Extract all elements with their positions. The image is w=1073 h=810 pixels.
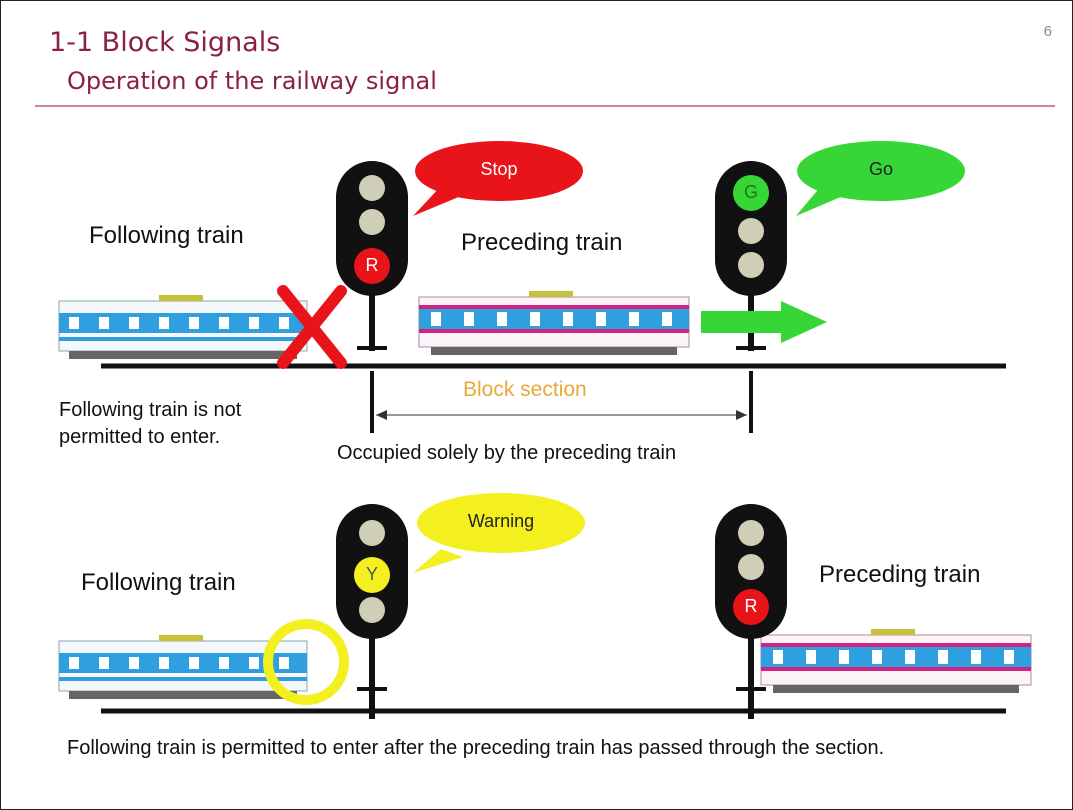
stop-bubble-text: Stop (480, 159, 518, 179)
following-train-top (58, 294, 308, 360)
bottom-scene (58, 493, 1032, 719)
signal-2-bottom (715, 504, 787, 719)
stop-bubble (413, 141, 583, 216)
following-train-label-bottom: Following train (81, 569, 236, 596)
slide-title: 1-1 Block Signals (49, 27, 281, 58)
page-number: 6 (1043, 23, 1052, 40)
following-train-label-top: Following train (89, 222, 244, 249)
lamp-off (738, 554, 764, 580)
lamp-letter-y-bottom: Y (365, 564, 378, 584)
lamp-red (354, 248, 390, 284)
signal-1-top (336, 161, 408, 351)
go-bubble-text: Go (868, 159, 893, 179)
lamp-off (359, 520, 385, 546)
go-bubble (796, 141, 965, 216)
lamp-off (359, 209, 385, 235)
warning-bubble-text: Warning (467, 511, 535, 531)
red-x-mark (277, 285, 347, 369)
lamp-off (738, 218, 764, 244)
top-scene (58, 141, 1006, 433)
warning-bubble (413, 493, 585, 573)
lamp-letter-r-bottom: R (744, 596, 758, 616)
lamp-red (733, 589, 769, 625)
lamp-green (733, 175, 769, 211)
block-section-dimension (370, 371, 753, 433)
preceding-train-top (418, 290, 690, 356)
yellow-circle-mark (263, 619, 349, 705)
lamp-off (359, 175, 385, 201)
occupied-note: Occupied solely by the preceding train (337, 442, 677, 464)
lamp-off (738, 252, 764, 278)
not-permitted-note: Following train is not permitted to ente… (59, 399, 242, 448)
signal-1-bottom (336, 504, 408, 719)
preceding-train-label-top: Preceding train (461, 229, 623, 256)
lamp-letter-g-top: G (743, 182, 758, 202)
title-divider (35, 105, 1055, 107)
permitted-note: Following train is permitted to enter af… (67, 737, 885, 759)
block-section-label: Block section (463, 378, 587, 401)
preceding-train-label-bottom: Preceding train (819, 561, 981, 588)
lamp-off (738, 520, 764, 546)
lamp-off (359, 597, 385, 623)
preceding-train-bottom (760, 628, 1032, 694)
slide-subtitle: Operation of the railway signal (67, 67, 437, 95)
go-arrow (701, 301, 827, 343)
lamp-letter-r-top: R (365, 255, 379, 275)
signal-2-top (715, 161, 787, 351)
lamp-yellow (354, 557, 390, 593)
